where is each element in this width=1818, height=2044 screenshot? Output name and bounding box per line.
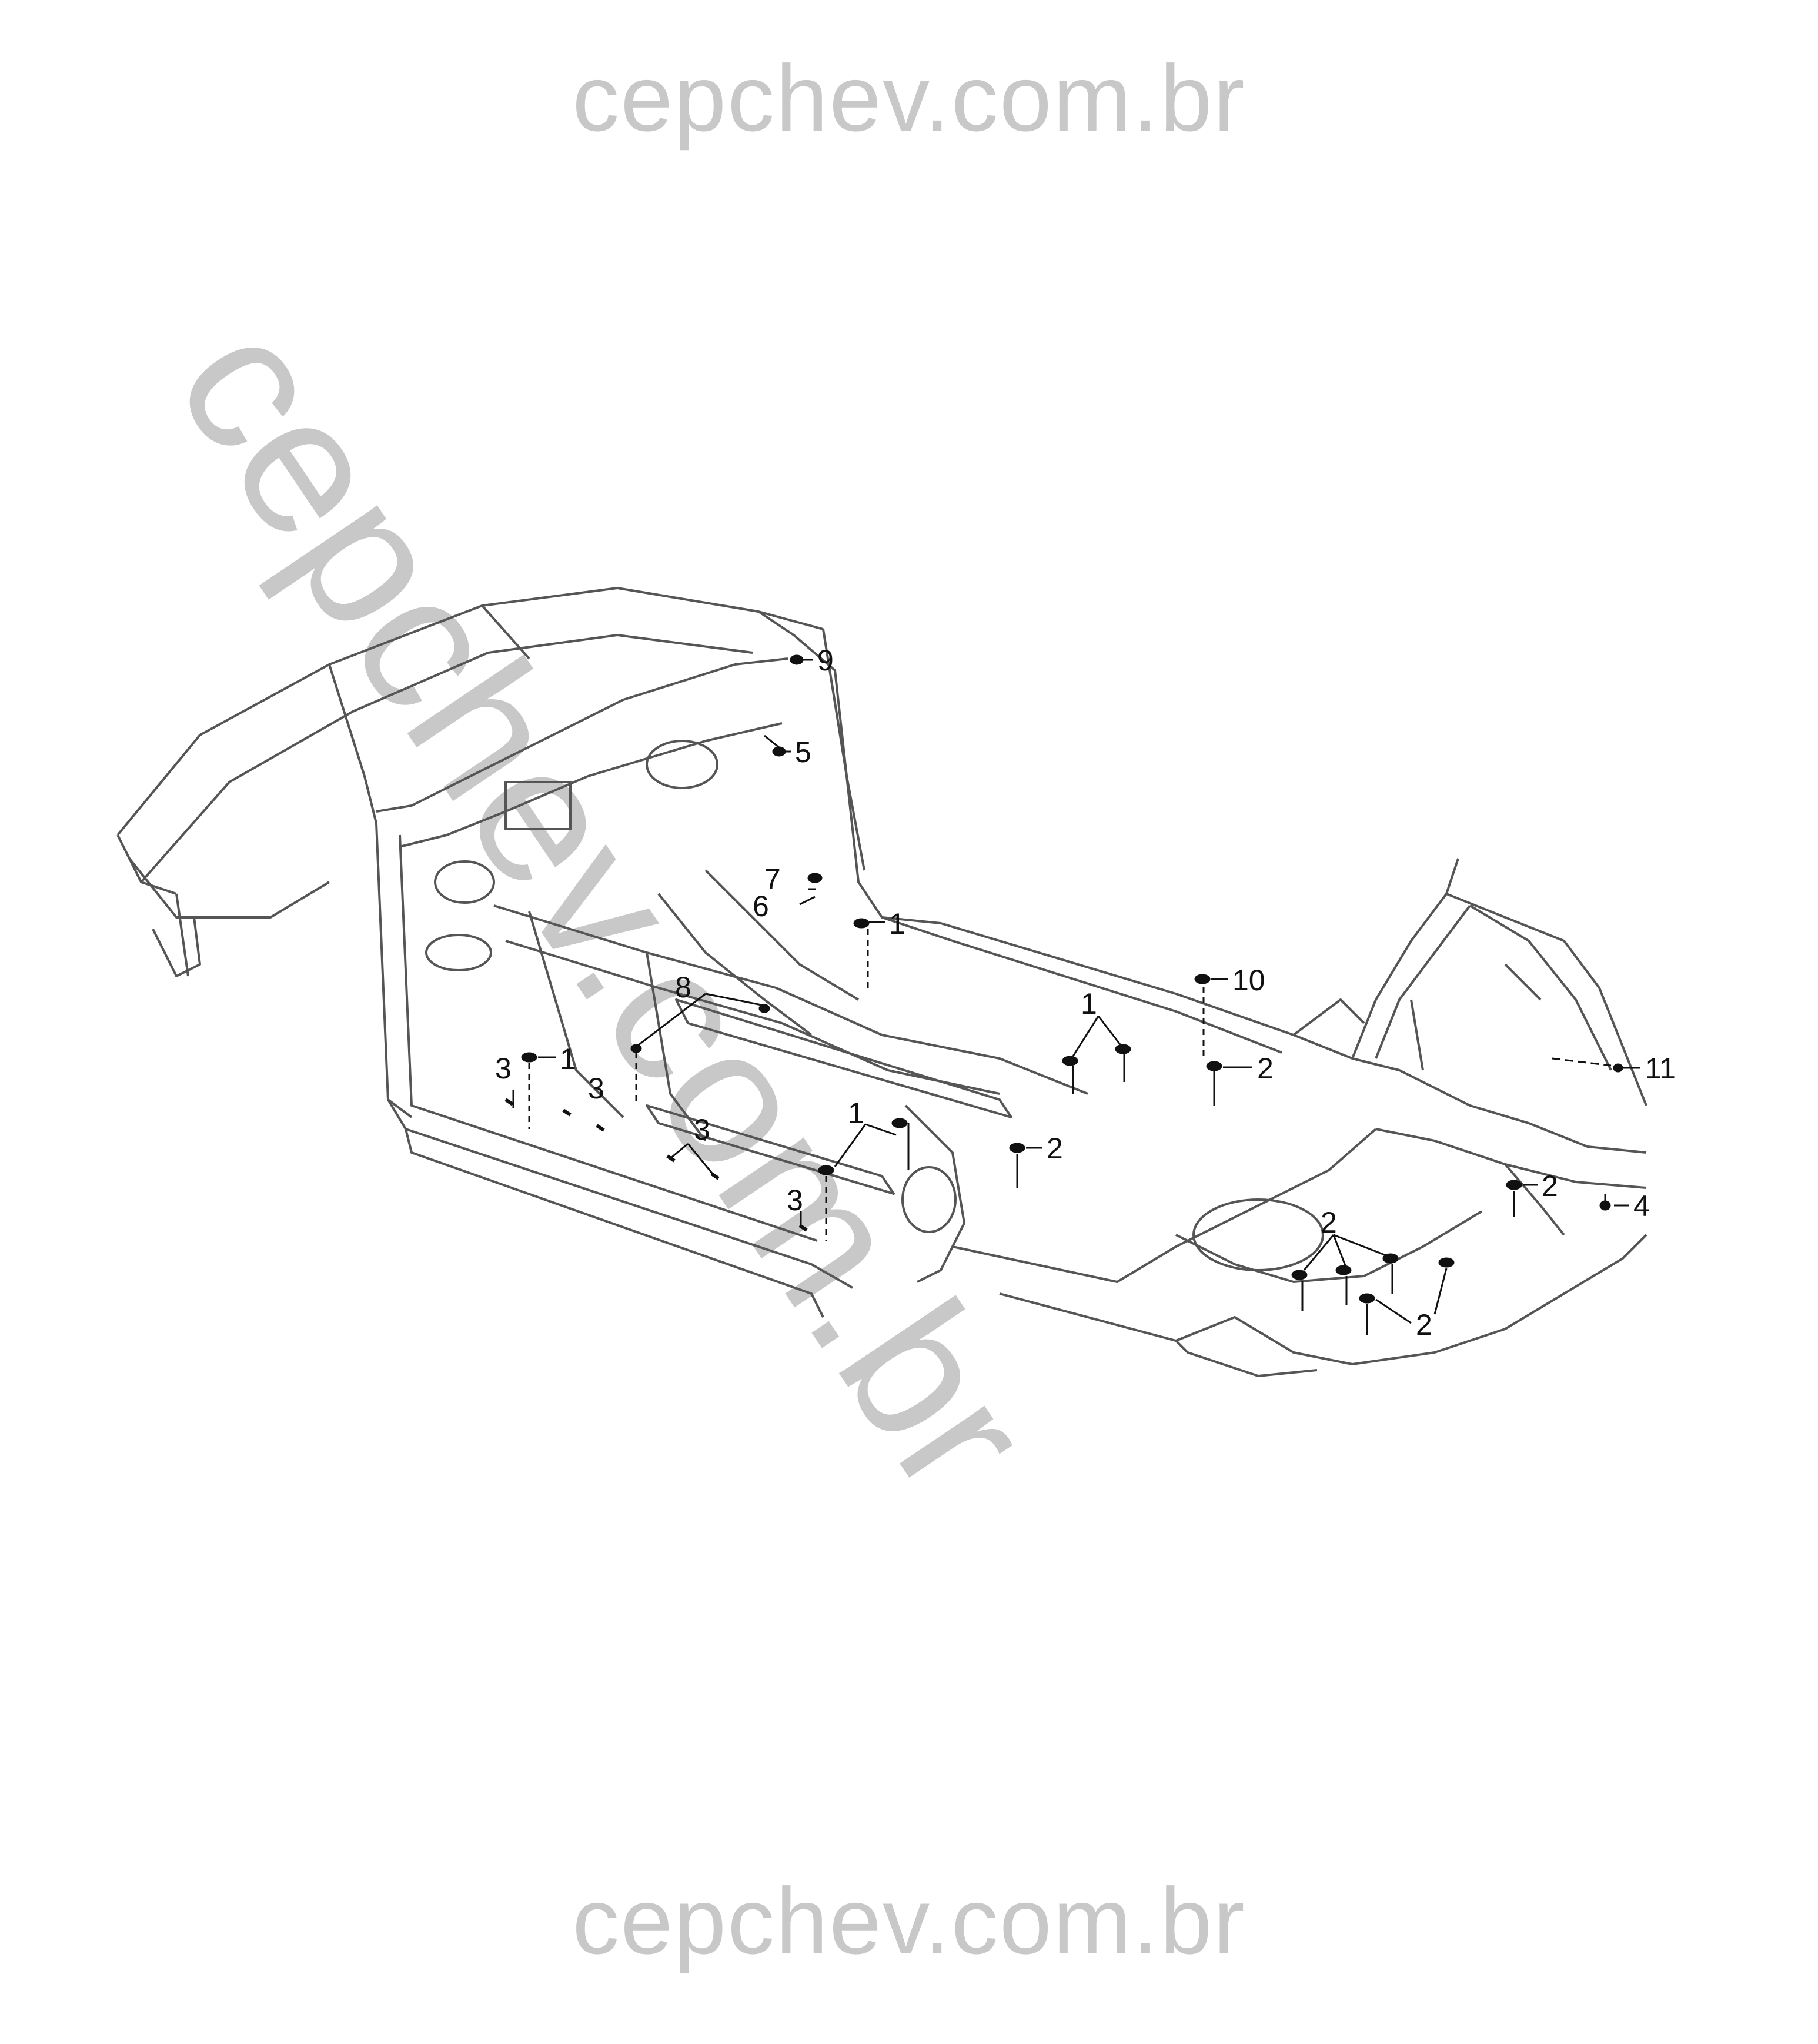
callout-9: 9 (817, 644, 834, 677)
callout-2c: 2 (1542, 1170, 1558, 1203)
callout-8: 8 (675, 971, 691, 1004)
callout-3d: 3 (787, 1184, 803, 1217)
callout-3b: 3 (588, 1072, 604, 1105)
watermark-bottom: cepchev.com.br (572, 1868, 1246, 1973)
watermark-top: cepchev.com.br (572, 45, 1246, 151)
callout-1a: 1 (889, 907, 905, 940)
leader-lines (512, 659, 1640, 1335)
callout-11: 11 (1645, 1052, 1676, 1085)
callout-1b: 1 (1081, 987, 1097, 1020)
callout-6: 6 (753, 890, 769, 923)
callout-4: 4 (1633, 1190, 1650, 1223)
callout-labels: 9 5 7 6 1 10 8 1 2 11 3 1 3 1 3 2 2 4 3 … (495, 644, 1676, 1341)
callout-3c: 3 (694, 1113, 710, 1146)
watermark-diagonal: cepchev.com.br (135, 284, 1074, 1529)
callout-3a: 3 (495, 1052, 512, 1085)
callout-2e: 2 (1416, 1308, 1432, 1341)
callout-10: 10 (1232, 964, 1265, 997)
callout-7: 7 (764, 863, 781, 896)
vehicle-underbody-illustration (116, 587, 1647, 1377)
callout-2b: 2 (1047, 1132, 1063, 1165)
callout-1c: 1 (560, 1043, 576, 1076)
callout-5: 5 (795, 736, 811, 769)
callout-2a: 2 (1257, 1052, 1274, 1085)
callout-1d: 1 (848, 1097, 864, 1130)
callout-2d: 2 (1321, 1206, 1337, 1239)
